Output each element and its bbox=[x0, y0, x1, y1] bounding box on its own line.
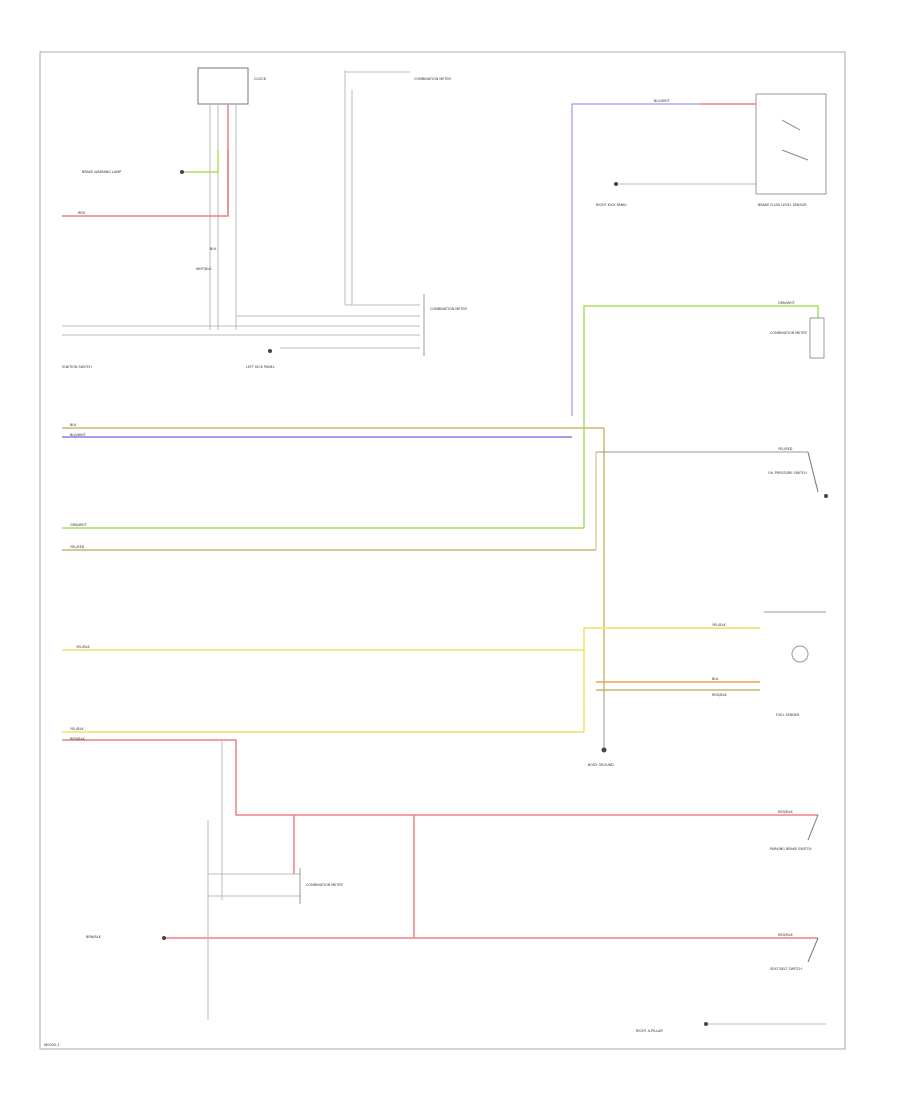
blk-label-left: BLK bbox=[70, 423, 77, 427]
page-code: W0000-1 bbox=[44, 1043, 59, 1047]
yel-blk-label-2: YEL/BLK bbox=[70, 727, 84, 731]
ignition-switch-label: IGNITION SWITCH bbox=[62, 365, 92, 369]
clock-lead-green bbox=[184, 150, 219, 173]
grn-wht-label-right: GRN/WHT bbox=[778, 301, 796, 305]
red-blk-label-right-1: RED/BLK bbox=[778, 810, 793, 814]
right-connector-box bbox=[809, 317, 825, 359]
sensor-switch-2 bbox=[781, 149, 809, 161]
blu-wht-label-left: BLU/WHT bbox=[70, 433, 87, 437]
yel-red-label-left: YEL/RED bbox=[70, 545, 85, 549]
parking-brake-switch-body bbox=[807, 814, 819, 841]
fuel-sender-symbol bbox=[791, 645, 809, 663]
right-kick-ground-dot bbox=[614, 182, 618, 186]
red-blk-label-bottom: RED/BLK bbox=[70, 737, 85, 741]
red-blk-label-right-2: RED/BLK bbox=[778, 933, 793, 937]
ignition-junction-dot bbox=[162, 936, 166, 940]
right-a-pillar-label: RIGHT A-PILLAR bbox=[636, 1029, 663, 1033]
oil-switch-wire-label: YEL/RED bbox=[778, 447, 793, 451]
blk-label-fuel: BLK bbox=[712, 677, 719, 681]
oil-switch-body bbox=[807, 451, 819, 493]
clock-label: CLOCK bbox=[254, 77, 267, 81]
sensor-switch-1 bbox=[781, 119, 801, 131]
yel-blk-label-fuel: YEL/BLK bbox=[712, 623, 726, 627]
red-wire-bottom-bus bbox=[62, 739, 818, 816]
combination-meter-label-right: COMBINATION METER bbox=[770, 331, 808, 335]
body-ground-label: BODY GROUND bbox=[588, 763, 614, 767]
seat-belt-switch-label: SEAT BELT SWITCH bbox=[770, 967, 802, 971]
grn-wht-label-left: GRN/WHT bbox=[70, 523, 88, 527]
combination-meter-label: COMBINATION METER bbox=[430, 307, 468, 311]
green-connector-dot bbox=[180, 170, 184, 174]
red-wire-top-label: RED bbox=[78, 211, 85, 215]
red-wire-top bbox=[62, 150, 229, 217]
wire-label-brn-blk: BRN/BLK bbox=[86, 935, 102, 939]
blue-wire-top bbox=[571, 103, 700, 416]
oil-pressure-switch-label: OIL PRESSURE SWITCH bbox=[768, 471, 807, 475]
diagram-frame bbox=[39, 51, 846, 1050]
wire-label-wht-blk: WHT/BLK bbox=[196, 267, 212, 271]
parking-brake-switch-label: PARKING BRAKE SWITCH bbox=[770, 847, 812, 851]
brake-fluid-sensor-box bbox=[755, 93, 827, 195]
red-blk-label-fuel: RED/BLK bbox=[712, 693, 727, 697]
yellow-wire-fuel bbox=[583, 627, 760, 732]
brake-warning-lamp-label: BRAKE WARNING LAMP bbox=[82, 170, 121, 174]
left-kick-panel-label: LEFT KICK PANEL bbox=[246, 365, 275, 369]
right-kick-panel-label: RIGHT KICK PANEL bbox=[596, 203, 627, 207]
green-wire-right bbox=[583, 305, 819, 528]
seat-belt-switch-body bbox=[807, 937, 819, 963]
left-kick-ground-dot bbox=[268, 349, 272, 353]
wire-label-blk-1: BLK bbox=[210, 247, 217, 251]
combination-meter-label-bottom: COMBINATION METER bbox=[306, 883, 344, 887]
yel-blk-label-1: YEL/BLK bbox=[76, 645, 90, 649]
right-a-pillar-ground bbox=[704, 1022, 708, 1026]
blu-wht-label-top: BLU/WHT bbox=[654, 99, 671, 103]
oil-switch-ground bbox=[824, 494, 828, 498]
clock-box bbox=[197, 67, 249, 105]
combination-meter-label-top: COMBINATION METER bbox=[414, 77, 452, 81]
brake-fluid-level-label: BRAKE FLUID LEVEL SENSOR bbox=[758, 203, 807, 207]
fuel-sender-label: FUEL SENDER bbox=[776, 713, 800, 717]
body-ground-dot bbox=[601, 747, 607, 753]
